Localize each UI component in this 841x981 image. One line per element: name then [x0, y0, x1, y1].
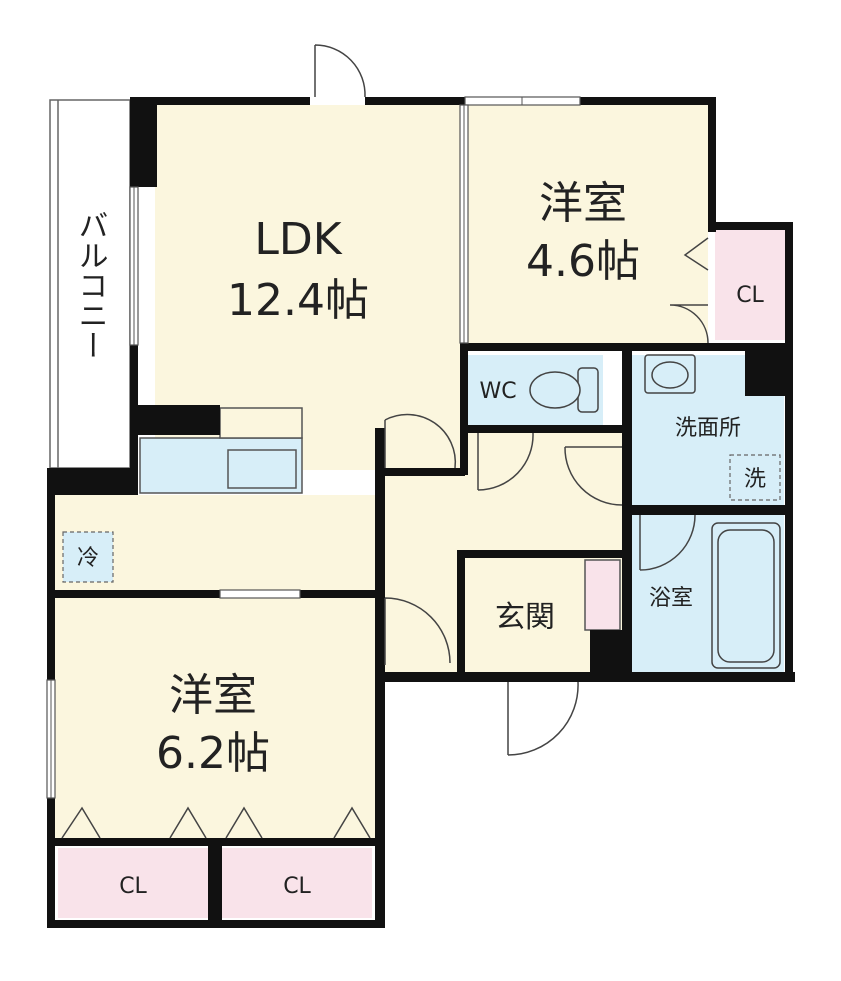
ldk-size: 12.4帖 — [227, 275, 369, 326]
bath-label: 浴室 — [649, 586, 693, 611]
fridge-space — [62, 531, 114, 583]
wall-column-wash — [745, 351, 785, 396]
cl-b-label: CL — [119, 874, 147, 899]
door-ldk-hall — [384, 413, 457, 469]
wall-closet-top — [55, 838, 385, 846]
wall-bottom-entrance — [385, 672, 795, 682]
wall-ldk-inner — [137, 405, 220, 435]
cl-c-floor — [222, 848, 372, 918]
wall-top-western-a — [580, 97, 715, 105]
closet-door-marks — [61, 806, 371, 839]
entrance-label: 玄関 — [495, 600, 555, 635]
cl-c-label: CL — [283, 874, 311, 899]
sink — [227, 449, 297, 489]
cl-b-floor — [58, 848, 208, 918]
wc-label: WC — [479, 379, 516, 404]
wall-right-western-a — [708, 97, 716, 232]
wall-hall-top — [385, 468, 465, 476]
wall-column-ldk — [130, 97, 157, 187]
wall-wc-right — [622, 343, 632, 673]
washroom-label: 洗面所 — [675, 416, 741, 441]
toilet-tank — [577, 367, 599, 413]
wall-closet-divider — [208, 840, 222, 928]
balcony-label: バルコニー — [73, 210, 108, 360]
wall-wc-bottom — [460, 425, 630, 433]
door-western-b — [384, 597, 451, 665]
wall-hall-left — [375, 428, 385, 598]
western-b-name: 洋室 — [169, 670, 257, 721]
entrance-floor — [465, 558, 590, 673]
wall-column-entrance — [590, 630, 625, 675]
ldk-name: LDK — [254, 214, 342, 265]
fridge-label: 冷 — [77, 546, 99, 571]
wall-wash-bath — [632, 505, 787, 515]
door-entrance — [507, 681, 579, 756]
wash-bowl — [651, 361, 689, 389]
wall-entrance-top — [457, 550, 627, 558]
western-a-size: 4.6帖 — [526, 236, 640, 287]
wall-entrance-left — [457, 550, 465, 675]
cl-a-label: CL — [736, 283, 764, 308]
wall-top-ldk-2 — [365, 97, 465, 105]
bathtub-inner — [717, 529, 775, 663]
washer-space — [729, 454, 781, 501]
wall-divider-ldk-western-b — [55, 590, 220, 598]
shoe-cabinet — [584, 559, 621, 631]
counter-top — [219, 407, 303, 439]
balcony — [49, 99, 131, 469]
western-a-name: 洋室 — [539, 178, 627, 229]
sliding-door-ldk-western-b — [219, 589, 301, 599]
door-washroom — [564, 446, 623, 506]
cl-a-floor — [715, 230, 785, 340]
door-western-a-closet — [669, 304, 709, 344]
door-bath — [639, 514, 696, 571]
hinge-western-a-closet — [683, 237, 709, 271]
wall-divider-ldk-western-b-2 — [300, 590, 385, 598]
western-a-floor — [468, 105, 708, 345]
western-b-floor — [55, 598, 380, 838]
toilet-bowl — [529, 371, 581, 409]
wall-cl-a-top — [708, 222, 793, 230]
wall-ldk-left-bottom — [47, 468, 137, 495]
washer-label: 洗 — [744, 467, 766, 492]
wall-western-b-right — [375, 598, 385, 928]
wall-ldk-left — [130, 345, 138, 495]
western-b-size: 6.2帖 — [156, 728, 270, 779]
door-ldk-top — [314, 44, 366, 98]
door-wc — [477, 432, 534, 491]
wall-cl-a-right — [785, 222, 793, 677]
wall-top-ldk — [130, 97, 310, 105]
wall-hall-left-upper — [375, 428, 385, 458]
